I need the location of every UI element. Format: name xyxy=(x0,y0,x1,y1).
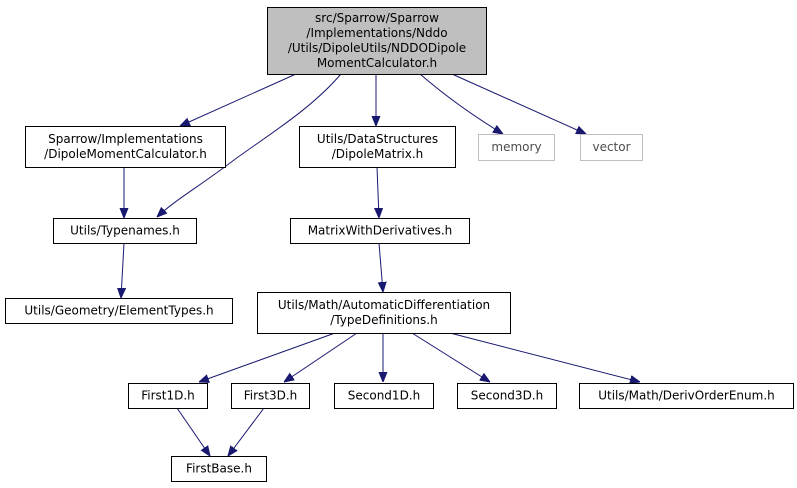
node-label-line: Second1D.h xyxy=(348,389,420,403)
edge-td-to-doe xyxy=(449,332,640,382)
node-typenames[interactable]: Utils/Typenames.h xyxy=(53,218,197,244)
node-et[interactable]: Utils/Geometry/ElementTypes.h xyxy=(5,298,233,324)
node-label-line: MomentCalculator.h xyxy=(317,56,437,70)
node-box xyxy=(478,134,555,161)
edge-f1d-to-fb xyxy=(176,407,210,456)
node-label-line: First1D.h xyxy=(141,389,195,403)
edge-root-to-vector xyxy=(451,73,586,134)
node-label-line: /Implementations/Nddo xyxy=(306,26,447,40)
node-label-line: First3D.h xyxy=(244,389,298,403)
node-box xyxy=(171,456,267,482)
edge-typenames-to-et xyxy=(121,242,124,298)
node-dmc[interactable]: Sparrow/Implementations/DipoleMomentCalc… xyxy=(25,126,226,168)
node-f3d[interactable]: First3D.h xyxy=(231,383,310,409)
node-box xyxy=(299,126,456,168)
node-box xyxy=(579,383,794,409)
node-label-line: vector xyxy=(592,140,630,154)
edge-td-to-f3d xyxy=(284,332,358,382)
edge-dm-to-mwd xyxy=(377,166,379,218)
node-box xyxy=(334,383,434,409)
node-box xyxy=(257,292,511,334)
node-label-line: Utils/Typenames.h xyxy=(70,224,180,238)
node-box xyxy=(5,298,233,324)
node-label-line: MatrixWithDerivatives.h xyxy=(308,224,453,238)
node-label-line: memory xyxy=(491,140,541,154)
edge-root-to-memory xyxy=(419,73,503,134)
node-vector: vector xyxy=(580,134,643,161)
node-label-line: Second3D.h xyxy=(471,389,543,403)
node-box xyxy=(267,7,487,75)
node-label-line: Sparrow/Implementations xyxy=(48,132,203,146)
node-root[interactable]: src/Sparrow/Sparrow/Implementations/Nddo… xyxy=(267,7,487,75)
node-label-line: src/Sparrow/Sparrow xyxy=(315,11,439,25)
node-td[interactable]: Utils/Math/AutomaticDifferentiation/Type… xyxy=(257,292,511,334)
node-fb[interactable]: FirstBase.h xyxy=(171,456,267,482)
node-box xyxy=(25,126,226,168)
node-box xyxy=(457,383,557,409)
node-box xyxy=(53,218,197,244)
node-s3d[interactable]: Second3D.h xyxy=(457,383,557,409)
node-label-line: /TypeDefinitions.h xyxy=(330,313,437,327)
edge-root-to-typenames xyxy=(157,73,342,217)
node-label-line: FirstBase.h xyxy=(186,462,252,476)
node-box xyxy=(580,134,643,161)
node-s1d[interactable]: Second1D.h xyxy=(334,383,434,409)
node-mwd[interactable]: MatrixWithDerivatives.h xyxy=(290,218,470,244)
node-f1d[interactable]: First1D.h xyxy=(128,383,208,409)
edge-mwd-to-td xyxy=(379,242,383,292)
node-dm[interactable]: Utils/DataStructures/DipoleMatrix.h xyxy=(299,126,456,168)
node-memory: memory xyxy=(478,134,555,161)
node-label-line: /DipoleMatrix.h xyxy=(332,147,424,161)
edge-td-to-f1d xyxy=(199,332,336,382)
node-label-line: /DipoleMomentCalculator.h xyxy=(44,147,207,161)
node-box xyxy=(128,383,208,409)
node-label-line: /Utils/DipoleUtils/NDDODipole xyxy=(288,41,466,55)
node-label-line: Utils/Math/DerivOrderEnum.h xyxy=(598,389,775,403)
node-doe[interactable]: Utils/Math/DerivOrderEnum.h xyxy=(579,383,794,409)
node-box xyxy=(231,383,310,409)
edge-f3d-to-fb xyxy=(228,407,265,456)
node-label-line: Utils/Math/AutomaticDifferentiation xyxy=(278,298,490,312)
node-box xyxy=(290,218,470,244)
node-label-line: Utils/DataStructures xyxy=(317,132,438,146)
edge-root-to-dmc xyxy=(180,73,297,126)
node-label-line: Utils/Geometry/ElementTypes.h xyxy=(24,304,213,318)
edge-td-to-s3d xyxy=(411,332,490,382)
